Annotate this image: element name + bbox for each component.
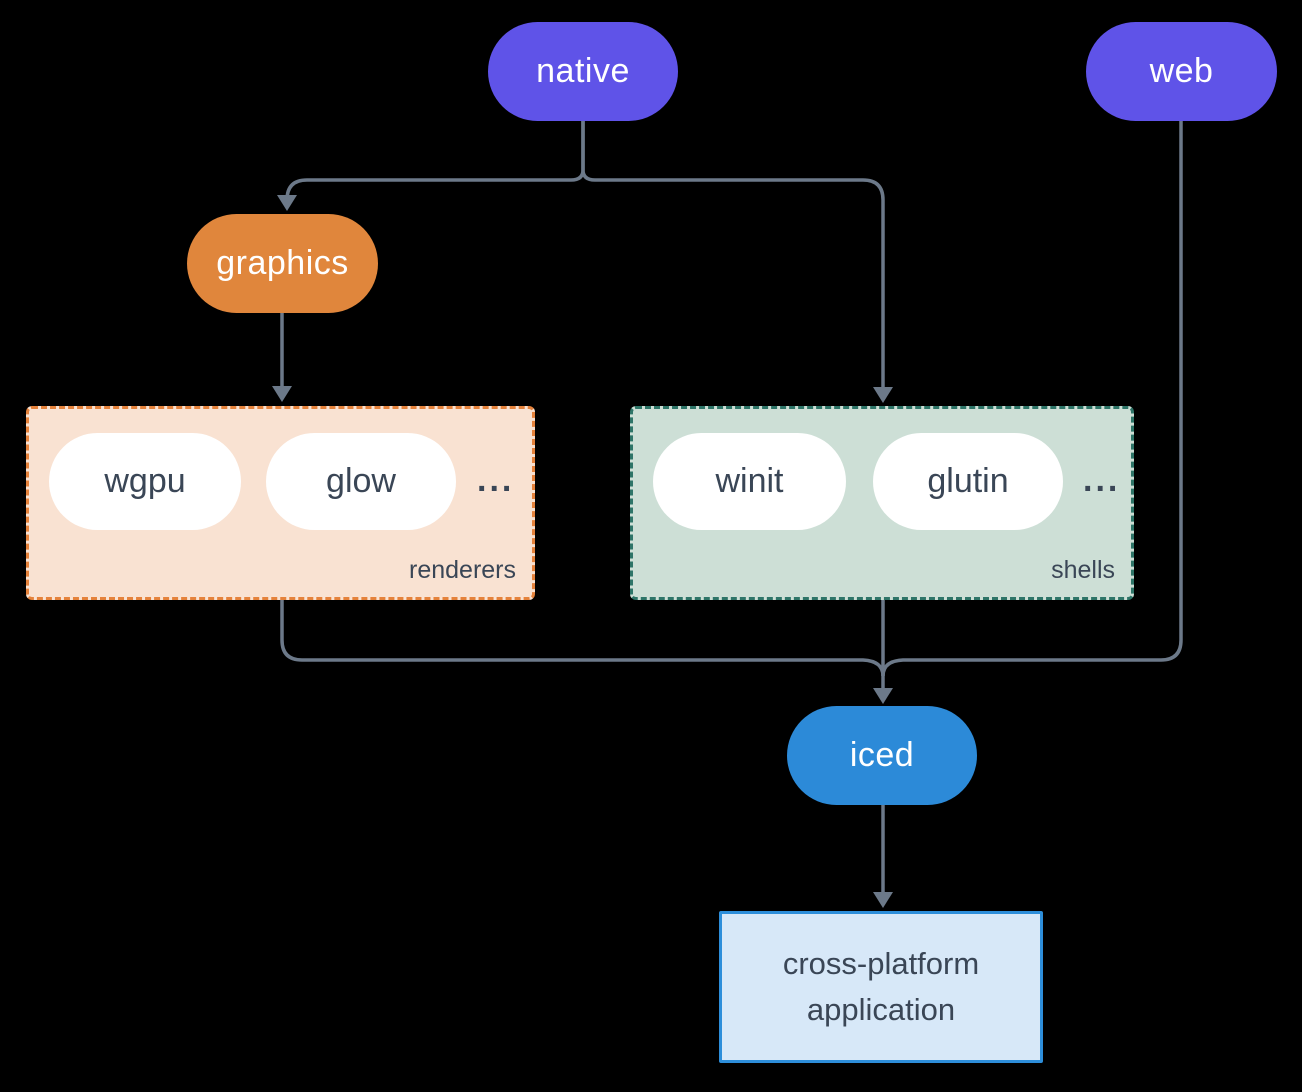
node-web: web [1086,22,1277,121]
group-shells: winit glutin ... shells [630,406,1134,600]
arrowhead-renderers [272,386,292,402]
app-label-line2: application [806,992,956,1027]
node-winit-label: winit [715,462,784,500]
node-native: native [488,22,678,121]
node-iced: iced [787,706,977,805]
node-winit: winit [653,433,846,530]
shells-ellipsis: ... [1083,461,1121,499]
shells-group-label: shells [1051,556,1115,584]
node-wgpu: wgpu [49,433,241,530]
app-label-line1: cross-platform [782,945,980,981]
renderers-ellipsis: ... [477,461,515,499]
node-web-label: web [1149,52,1214,90]
edge-native-graphics [285,121,585,201]
node-glutin-label: glutin [927,462,1009,500]
node-wgpu-label: wgpu [104,462,186,500]
node-iced-label: iced [849,736,915,774]
node-glow: glow [266,433,456,530]
node-cross-platform-application: cross-platform application [719,911,1043,1063]
arrowhead-iced [873,688,893,704]
edge-renderers-merge [280,600,885,677]
edge-web-merge [881,121,1183,677]
node-glutin: glutin [873,433,1063,530]
group-renderers: wgpu glow ... renderers [26,406,535,600]
arrowhead-graphics [277,195,297,211]
node-glow-label: glow [326,462,396,500]
edge-native-shells [581,121,885,388]
renderers-group-label: renderers [409,556,516,584]
arrowhead-shells [873,387,893,403]
node-graphics: graphics [187,214,378,313]
arrowhead-app [873,892,893,908]
node-graphics-label: graphics [216,244,349,282]
node-native-label: native [536,52,630,90]
